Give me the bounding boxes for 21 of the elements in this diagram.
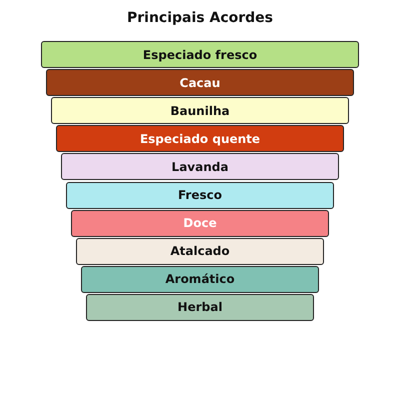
bar-label: Especiado fresco <box>142 48 258 62</box>
bar-label: Atalcado <box>170 244 230 258</box>
bar-label: Baunilha <box>170 104 230 118</box>
funnel-bar <box>56 125 344 152</box>
funnel-bar <box>86 294 314 321</box>
bar-label: Fresco <box>178 188 222 202</box>
funnel-bar <box>51 97 349 124</box>
funnel-bar <box>71 210 329 237</box>
bar-label: Herbal <box>178 300 222 314</box>
funnel-bar <box>46 69 354 96</box>
bar-label: Aromático <box>165 272 235 286</box>
funnel-bar <box>66 182 334 208</box>
bar-label: Cacau <box>180 76 220 90</box>
chart-title: Principais Acordes <box>126 10 274 26</box>
funnel-bar <box>41 41 359 68</box>
funnel-bar <box>76 238 324 265</box>
bar-label: Doce <box>183 216 217 230</box>
funnel-bar <box>61 153 339 180</box>
bar-label: Especiado quente <box>140 132 260 146</box>
funnel-bar <box>81 266 319 293</box>
bar-label: Lavanda <box>172 160 228 174</box>
